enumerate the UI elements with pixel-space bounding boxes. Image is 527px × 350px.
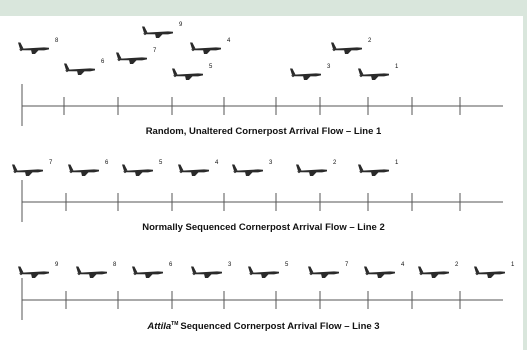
top-band [0, 0, 527, 16]
plane-label: 6 [169, 262, 173, 268]
plane-line1-9: 9 [142, 22, 183, 38]
line-1-caption: Random, Unaltered Cornerpost Arrival Flo… [145, 126, 382, 137]
plane-line3-2: 2 [418, 262, 459, 278]
plane-label: 1 [395, 64, 399, 70]
plane-label: 9 [55, 262, 59, 268]
plane-label: 5 [159, 160, 163, 166]
plane-line1-8: 8 [18, 38, 59, 54]
plane-line3-3: 3 [191, 262, 232, 278]
plane-label: 4 [227, 38, 231, 44]
plane-line1-4: 4 [190, 38, 231, 54]
plane-label: 2 [455, 262, 459, 268]
plane-line1-7: 7 [116, 48, 157, 64]
line-3-ticks [65, 291, 461, 309]
plane-line3-8: 8 [76, 262, 117, 278]
plane-line2-4: 4 [178, 160, 219, 176]
plane-label: 3 [269, 160, 273, 166]
line-3-group: 9 8 6 3 5 7 4 2 1 [18, 262, 515, 320]
plane-label: 6 [105, 160, 109, 166]
line-2-group: 7 6 5 4 3 2 1 [12, 160, 503, 222]
plane-line3-5: 5 [248, 262, 289, 278]
plane-label: 2 [368, 38, 372, 44]
plane-line1-6: 6 [64, 59, 105, 75]
plane-label: 8 [113, 262, 117, 268]
plane-label: 5 [285, 262, 289, 268]
line-2-ticks [65, 193, 461, 211]
plane-line3-4: 4 [364, 262, 405, 278]
plane-line2-5: 5 [122, 160, 163, 176]
line-3-caption-mark: TM [171, 321, 179, 327]
plane-label: 5 [209, 64, 213, 70]
plane-line3-6: 6 [132, 262, 173, 278]
plane-line1-5: 5 [172, 64, 213, 80]
plane-label: 8 [55, 38, 59, 44]
plane-line2-7: 7 [12, 160, 53, 176]
plane-line3-1: 1 [474, 262, 515, 278]
plane-label: 4 [215, 160, 219, 166]
plane-label: 9 [179, 22, 183, 28]
plane-line1-3: 3 [290, 64, 331, 80]
line-3-caption-name: Attila [147, 321, 172, 333]
plane-label: 7 [153, 48, 157, 54]
plane-line1-1: 1 [358, 64, 399, 80]
plane-line2-6: 6 [68, 160, 109, 176]
plane-label: 7 [49, 160, 53, 166]
plane-line3-7: 7 [308, 262, 349, 278]
plane-line2-3: 3 [232, 160, 273, 176]
plane-line1-2: 2 [331, 38, 372, 54]
plane-label: 2 [333, 160, 337, 166]
plane-label: 1 [511, 262, 515, 268]
plane-label: 4 [401, 262, 405, 268]
plane-label: 3 [228, 262, 232, 268]
plane-line2-2: 2 [296, 160, 337, 176]
line-1-ticks [63, 97, 461, 115]
plane-label: 7 [345, 262, 349, 268]
line-2-caption: Normally Sequenced Cornerpost Arrival Fl… [142, 222, 385, 233]
line-1-group: 8 6 7 9 4 5 3 2 1 [18, 22, 503, 126]
right-band [523, 0, 527, 350]
plane-label: 6 [101, 59, 105, 65]
line-3-caption-rest: Sequenced Cornerpost Arrival Flow – Line… [180, 321, 380, 333]
plane-line3-9: 9 [18, 262, 59, 278]
plane-label: 1 [395, 160, 399, 166]
plane-label: 3 [327, 64, 331, 70]
plane-line2-1: 1 [358, 160, 399, 176]
